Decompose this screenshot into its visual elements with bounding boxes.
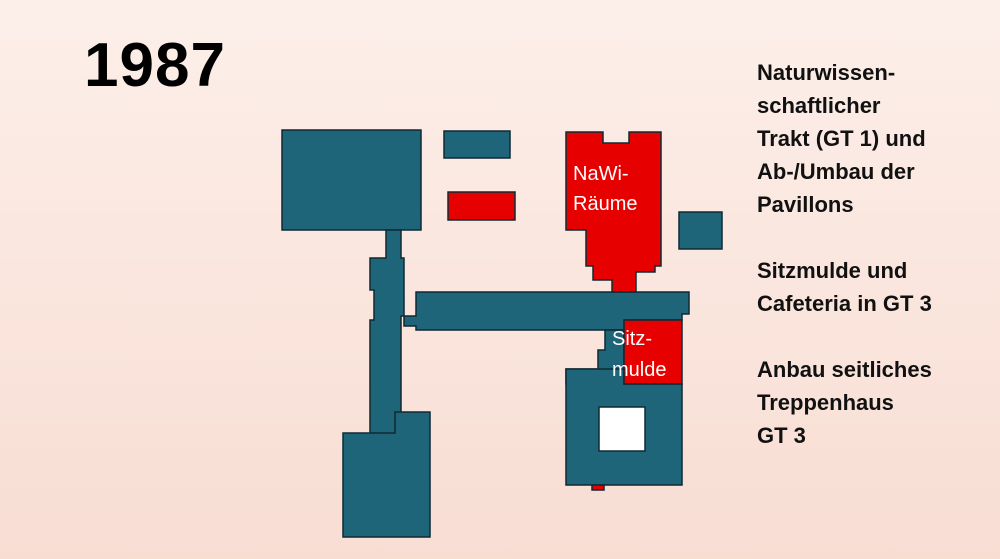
sitzmulde: [623, 319, 683, 385]
legend-item-treppenhaus: Anbau seitliches Treppenhaus GT 3: [757, 357, 932, 448]
courtyard: [598, 406, 646, 452]
staircase-annex: [591, 484, 605, 491]
legend-item-nawi-trakt: Naturwissen- schaftlicher Trakt (GT 1) u…: [757, 60, 926, 217]
pavilion-rebuilt: [447, 191, 516, 221]
sitz-label-line2: mulde: [612, 359, 666, 381]
pavilion-east: [678, 211, 723, 250]
corridor-west: [369, 229, 405, 441]
legend: Naturwissen- schaftlicher Trakt (GT 1) u…: [757, 56, 992, 452]
nawi-label-line1: NaWi-: [573, 163, 629, 185]
building-northwest: [281, 129, 422, 231]
pavilion-north: [443, 130, 511, 159]
legend-item-sitzmulde: Sitzmulde und Cafeteria in GT 3: [757, 258, 932, 316]
nawi-building: [565, 131, 662, 293]
building-southwest: [342, 411, 431, 538]
nawi-label-line2: Räume: [573, 193, 637, 215]
sitz-label-line1: Sitz-: [612, 328, 652, 350]
year-heading: 1987: [84, 31, 226, 100]
